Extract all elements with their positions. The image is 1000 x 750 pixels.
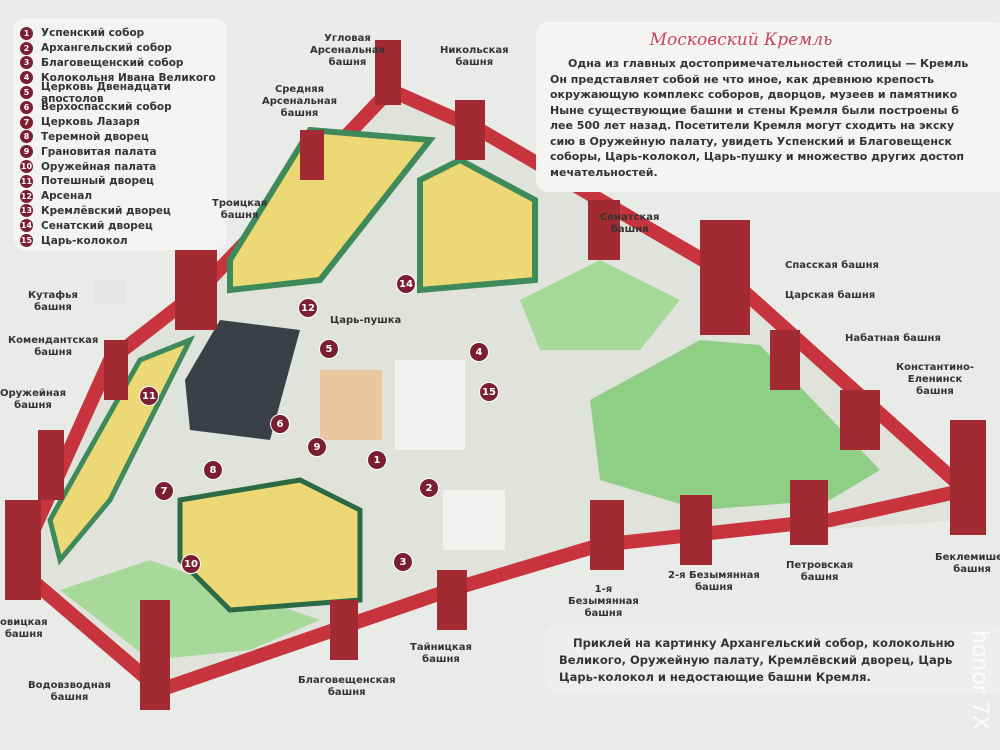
legend-item: 7 Церковь Лазаря [20, 115, 226, 130]
lawn-north [520, 260, 680, 350]
legend-item: 9 Грановитая палата [20, 144, 226, 159]
info-panel: Московский Кремль Одна из главных достоп… [536, 22, 1000, 192]
tower-label: Константино-Еленинск башня [895, 362, 975, 397]
tower-label: Беклемишев башня [935, 552, 1000, 575]
tower-label: Сенатская башня [600, 212, 660, 235]
tower-label: 2-я Безымянная башня [668, 570, 760, 593]
armory-chamber [177, 477, 363, 613]
legend-item: 2 Архангельский собор [20, 41, 226, 56]
legend-panel: 1 Успенский собор 2 Архангельский собор 3 Бла… [14, 18, 226, 250]
legend-item-label: Церковь Лазаря [41, 116, 140, 129]
legend-item-label: Верхоспасский собор [41, 101, 172, 114]
tower-label: Кутафья башня [28, 290, 78, 313]
legend-list: 1 Успенский собор 2 Архангельский собор 3 Бла… [20, 26, 226, 248]
building-number-marker: 10 [181, 554, 201, 574]
ivan-bell-tower [395, 360, 465, 450]
legend-item-label: Колокольня Ивана Великого [41, 71, 216, 84]
tower-label: Благовещенская башня [298, 675, 396, 698]
info-title: Московский Кремль [649, 30, 833, 50]
legend-item-label: Арсенал [41, 190, 93, 203]
legend-number-badge: 7 [20, 115, 33, 129]
legend-item-label: Успенский собор [41, 27, 145, 40]
task-text: Приклей на картинку Архангельский собор,… [559, 636, 955, 684]
legend-item: 8 Теремной дворец [20, 130, 226, 145]
legend-item-label: Теремной дворец [41, 130, 149, 143]
legend-item: 3 Благовещенский собор [20, 56, 226, 71]
building-number-marker: 9 [307, 437, 327, 457]
tower-label: Тайницкая башня [410, 642, 472, 665]
legend-item-label: Благовещенский собор [41, 56, 184, 69]
tower-label: Комендантская башня [8, 335, 99, 358]
building-number-marker: 2 [419, 478, 439, 498]
legend-number-badge: 9 [20, 145, 33, 159]
task-panel: Приклей на картинку Архангельский собор,… [545, 625, 1000, 693]
legend-item: 12 Арсенал [20, 189, 226, 204]
info-text: Одна из главных достопримечательностей с… [550, 57, 969, 179]
tower-label: Никольская башня [440, 45, 509, 68]
legend-item-label: Оружейная палата [41, 160, 157, 173]
legend-number-badge: 3 [20, 56, 33, 70]
legend-number-badge: 11 [20, 174, 33, 188]
tower-label: Петровская башня [786, 560, 854, 583]
building-number-marker: 15 [479, 382, 499, 402]
legend-item: 1 Успенский собор [20, 26, 226, 41]
legend-item: 15 Царь-колокол [20, 233, 226, 248]
building-number-marker: 1 [367, 450, 387, 470]
legend-item-label: Царь-колокол [41, 234, 128, 247]
building-number-marker: 12 [298, 298, 318, 318]
kremlin-palace-13 [185, 320, 300, 440]
archangel-cathedral [443, 490, 505, 550]
legend-item-label: Грановитая палата [41, 145, 157, 158]
tower-label: Водовзводная башня [28, 680, 111, 703]
tower-label: Спасская башня [785, 260, 879, 271]
legend-number-badge: 1 [20, 26, 33, 40]
legend-item-label: Архангельский собор [41, 42, 172, 55]
arsenal-building [227, 126, 436, 294]
building-number-marker: 8 [203, 460, 223, 480]
building-number-marker: 7 [154, 481, 174, 501]
uspensky-cathedral [320, 370, 382, 440]
towers [5, 40, 986, 710]
legend-number-badge: 6 [20, 100, 33, 114]
building-number-marker: 3 [393, 552, 413, 572]
legend-item: 6 Верхоспасский собор [20, 100, 226, 115]
lawn-east [590, 340, 880, 510]
legend-item: 4 Колокольня Ивана Великого [20, 70, 226, 85]
tower-label: Царская башня [785, 290, 876, 301]
tower-label: Троицкая башня [212, 198, 268, 221]
legend-number-badge: 12 [20, 189, 33, 203]
legend-item: 5 Церковь Двенадцати апостолов [20, 81, 226, 105]
camera-watermark: honor 7X [967, 630, 992, 730]
legend-number-badge: 4 [20, 71, 33, 85]
legend-item-label: Церковь Двенадцати апостолов [41, 80, 171, 105]
lawn-south [60, 560, 320, 660]
tower-label: Угловая Арсенальная башня [310, 33, 385, 68]
legend-number-badge: 14 [20, 219, 33, 233]
building-number-marker: 5 [319, 339, 339, 359]
legend-item: 11 Потешный дворец [20, 174, 226, 189]
tower-label: Набатная башня [845, 333, 941, 344]
legend-item-label: Сенатский дворец [41, 219, 153, 232]
tower-label: Оружейная башня [0, 388, 66, 411]
legend-number-badge: 10 [20, 160, 33, 174]
building-number-marker: 4 [469, 342, 489, 362]
legend-number-badge: 2 [20, 41, 33, 55]
legend-item-label: Кремлёвский дворец [41, 204, 171, 217]
legend-number-badge: 8 [20, 130, 33, 144]
legend-item: 14 Сенатский дворец [20, 218, 226, 233]
legend-number-badge: 13 [20, 204, 33, 218]
senate-building [417, 156, 538, 294]
legend-item-label: Потешный дворец [41, 175, 154, 188]
tower-label: Средняя Арсенальная башня [262, 84, 337, 119]
legend-item: 10 Оружейная палата [20, 159, 226, 174]
building-number-marker: 6 [270, 414, 290, 434]
tower-label: 1-я Безымянная башня [568, 584, 639, 619]
tsar-cannon-label: Царь-пушка [330, 315, 402, 326]
legend-item: 13 Кремлёвский дворец [20, 204, 226, 219]
legend-number-badge: 15 [20, 234, 33, 248]
legend-number-badge: 5 [20, 86, 33, 100]
building-number-marker: 11 [139, 386, 159, 406]
tower-label: овицкая башня [0, 617, 48, 640]
building-number-marker: 14 [396, 274, 416, 294]
